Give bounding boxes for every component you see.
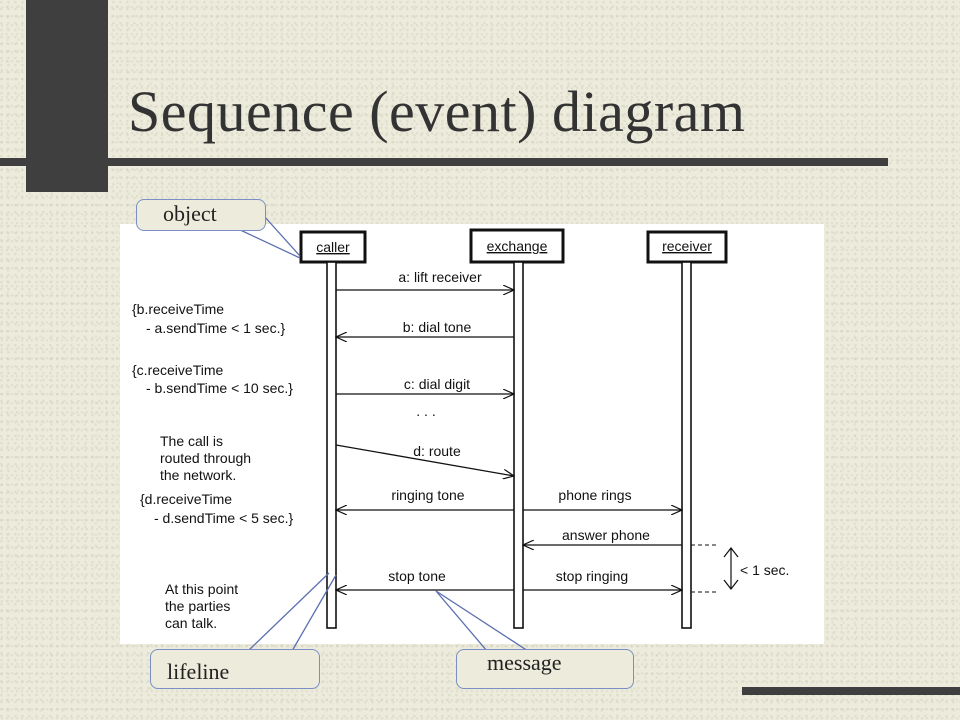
talk-note-line3: can talk. — [165, 615, 217, 631]
lifeline-receiver — [681, 261, 692, 629]
diagram-panel — [120, 224, 824, 644]
object-receiver-label: receiver — [662, 238, 712, 254]
phone-rings-label: phone rings — [558, 487, 631, 503]
stop-tone-label: stop tone — [388, 568, 446, 584]
object-exchange-label: exchange — [487, 238, 548, 254]
message-d-arrow — [335, 444, 514, 476]
callout-object-text: object — [163, 201, 217, 226]
callout-lifeline: lifeline — [150, 649, 320, 689]
object-caller: caller — [299, 230, 367, 264]
constraint-d-line2: - d.sendTime < 5 sec.} — [154, 510, 293, 526]
constraint-b-line2: - a.sendTime < 1 sec.} — [146, 320, 285, 336]
constraint-c-line1: {c.receiveTime — [132, 362, 224, 378]
title-underline-bar — [0, 158, 888, 166]
timing-constraint: < 1 sec. — [691, 544, 789, 593]
routed-note-line3: the network. — [160, 467, 236, 483]
ellipsis: . . . — [416, 403, 435, 419]
object-exchange: exchange — [469, 228, 565, 264]
lifeline-exchange — [513, 261, 524, 629]
object-caller-label: caller — [316, 239, 350, 255]
talk-note-line1: At this point — [165, 581, 238, 597]
ringing-tone-label: ringing tone — [391, 487, 464, 503]
message-c-label: c: dial digit — [404, 376, 470, 392]
message-b-label: b: dial tone — [403, 319, 472, 335]
message-a-label: a: lift receiver — [398, 269, 482, 285]
callout-message: message — [456, 649, 634, 689]
callout-message-text: message — [487, 650, 562, 675]
talk-note-line2: the parties — [165, 598, 230, 614]
stop-ringing-label: stop ringing — [556, 568, 628, 584]
callout-object: object — [136, 199, 266, 231]
constraint-b-line1: {b.receiveTime — [132, 301, 224, 317]
slide-title: Sequence (event) diagram — [128, 79, 746, 144]
routed-note-line2: routed through — [160, 450, 251, 466]
timing-label: < 1 sec. — [740, 562, 789, 578]
routed-note-line1: The call is — [160, 433, 223, 449]
callout-pointers — [235, 215, 529, 652]
callout-lifeline-text: lifeline — [167, 659, 230, 684]
constraint-d-line1: {d.receiveTime — [140, 491, 232, 507]
answer-phone-label: answer phone — [562, 527, 650, 543]
bottom-right-bar — [742, 687, 960, 695]
constraint-c-line2: - b.sendTime < 10 sec.} — [146, 380, 293, 396]
message-d-label: d: route — [413, 443, 461, 459]
object-receiver: receiver — [646, 230, 728, 264]
